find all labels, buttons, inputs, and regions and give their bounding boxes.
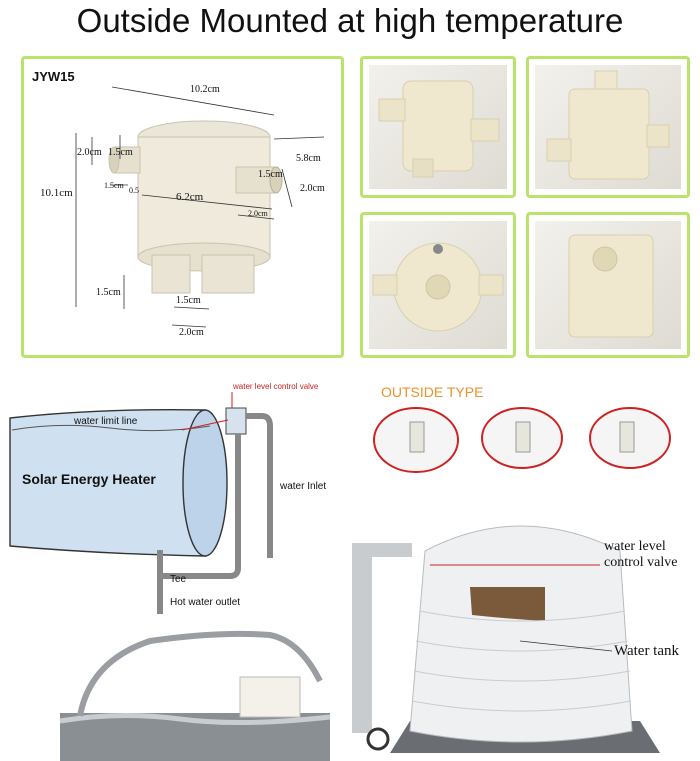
solar-valve-label: water level control valve [233, 382, 319, 391]
dim-left-outer: 2.0cm [77, 147, 102, 158]
water-limit-line-label: water limit line [74, 416, 138, 427]
hot-water-outlet-label: Hot water outlet [170, 597, 241, 608]
water-inlet-label: water Inlet [280, 481, 327, 492]
spec-panel: JYW15 10.2cm 5.8cm 2.0cm 1. [21, 56, 344, 358]
outside-type-closeups [373, 407, 671, 473]
solar-heater-diagram [9, 392, 273, 614]
photo-panel-top [360, 212, 516, 358]
photo-panel-side [526, 56, 690, 198]
valve-photo-side [546, 70, 670, 180]
valve-dimension-diagram [75, 86, 325, 328]
dim-height-total: 10.1cm [40, 187, 73, 199]
dim-small-left: 1.5cm [104, 181, 124, 190]
mounted-valve-photo [40, 621, 340, 761]
dim-right-pipe-bottom: 2.0cm [248, 209, 268, 218]
model-label: JYW15 [32, 69, 75, 84]
outside-type-heading: OUTSIDE TYPE [381, 384, 484, 400]
water-tank-diagram [352, 525, 660, 753]
valve-photo-top [372, 242, 504, 332]
dim-left-inner: 1.5cm [108, 147, 133, 158]
page-title: Outside Mounted at high temperature [76, 2, 624, 39]
dim-depth: 5.8cm [296, 153, 321, 164]
photo-panel-front [360, 56, 516, 198]
valve-photo-front [378, 80, 500, 178]
dim-leg-inner: 1.5cm [176, 295, 201, 306]
dim-gap: 0.5 [129, 186, 139, 195]
dim-leg-outer: 2.0cm [179, 327, 204, 338]
photo-panel-back [526, 212, 690, 358]
dim-right-pipe-inner: 1.5cm [258, 169, 283, 180]
dim-width-total: 10.2cm [190, 84, 220, 95]
dim-right-pipe-outer: 2.0cm [300, 183, 325, 194]
water-tank-label: Water tank [614, 643, 680, 659]
dim-center: 6.2cm [176, 191, 204, 203]
valve-photo-back [568, 234, 654, 338]
tee-label: Tee [170, 574, 187, 585]
solar-heater-label: Solar Energy Heater [22, 471, 156, 487]
dim-leg-height: 1.5cm [96, 287, 121, 298]
outside-valve-label: water level control valve [604, 539, 678, 570]
